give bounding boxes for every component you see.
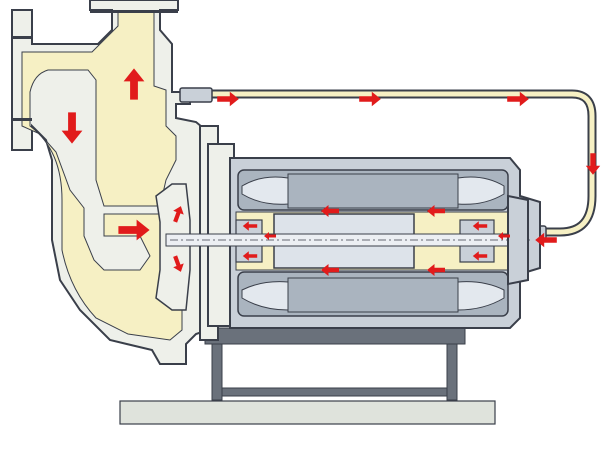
arrow-pipe-return-icon <box>535 232 557 248</box>
impeller <box>155 183 191 311</box>
arrow-gap-mid-front-icon <box>264 232 276 240</box>
arrow-pipe-down-icon <box>585 153 601 175</box>
arrow-bearing-front-2-icon <box>242 251 258 261</box>
arrow-inlet-right-icon <box>118 219 150 241</box>
arrow-pipe-3-icon <box>507 91 529 107</box>
arrow-discharge-up-icon <box>123 68 145 100</box>
arrow-gap-mid-rear-icon <box>498 232 510 240</box>
support-frame <box>204 319 466 401</box>
arrow-return-2-icon <box>173 255 184 272</box>
arrow-gap-bot-rear-icon <box>427 264 445 276</box>
pipe-fitting-top <box>179 87 213 103</box>
flow-arrows <box>61 68 601 276</box>
canned-motor <box>165 125 541 341</box>
arrow-gap-bot-front-icon <box>321 264 339 276</box>
fluid-volute <box>21 11 183 341</box>
arrow-suction-down-icon <box>61 112 83 144</box>
base-plate <box>119 400 496 425</box>
arrow-pipe-2-icon <box>359 91 381 107</box>
arrow-bearing-rear-2-icon <box>472 251 488 261</box>
arrow-gap-top-rear-icon <box>427 205 445 217</box>
rear-end-cap <box>507 194 529 286</box>
arrow-bearing-rear-1-icon <box>472 221 488 231</box>
arrow-bearing-front-1-icon <box>242 221 258 231</box>
arrow-gap-top-front-icon <box>321 205 339 217</box>
arrow-pipe-1-icon <box>217 91 239 107</box>
arrow-return-1-icon <box>173 206 184 223</box>
pump-casing <box>11 0 209 365</box>
